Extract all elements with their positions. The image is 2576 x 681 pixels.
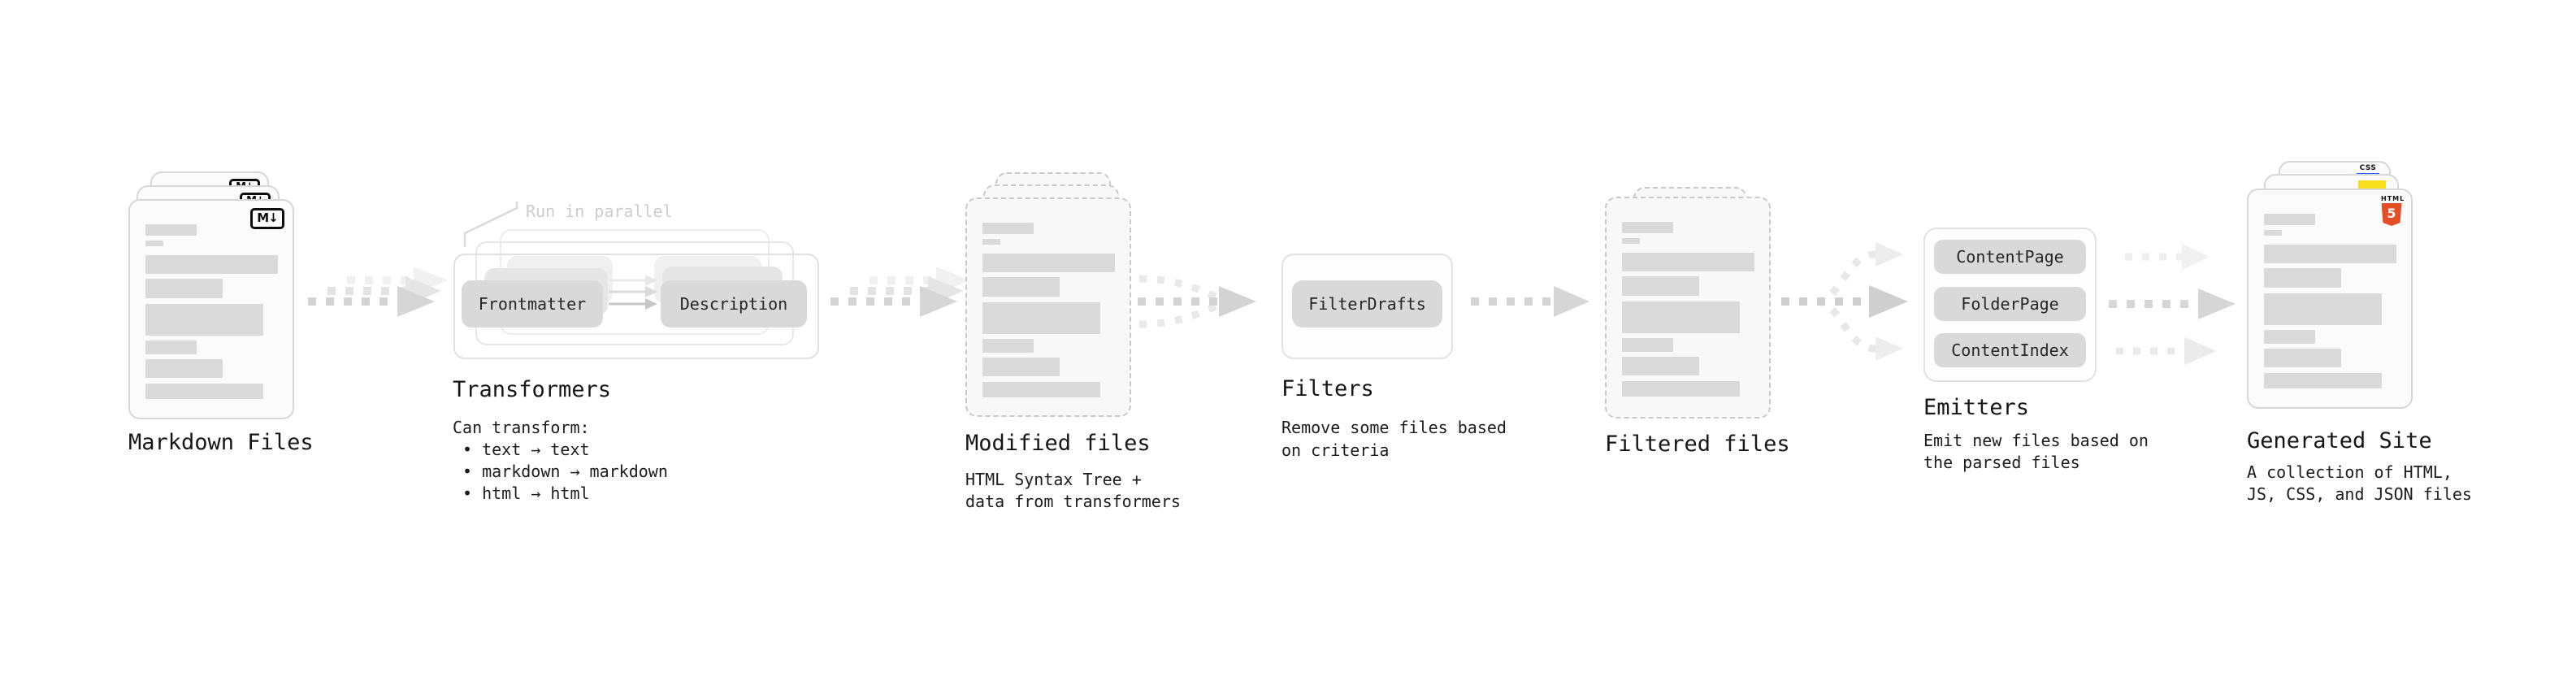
- doc-text-bar: [145, 279, 223, 298]
- chip-arrow-ghost: [609, 275, 657, 286]
- doc-text-bar: [145, 224, 197, 236]
- doc-text-bar: [982, 302, 1100, 334]
- contentindex-chip: ContentIndex: [1934, 333, 2086, 367]
- generated-site-desc: JS, CSS, and JSON files: [2247, 484, 2472, 504]
- filters-title: Filters: [1281, 376, 1374, 401]
- transformers-title: Transformers: [453, 377, 612, 402]
- doc-text-bar: [982, 382, 1100, 397]
- run-in-parallel-leader-line: [463, 202, 518, 247]
- generated-site-label: Generated Site: [2247, 428, 2432, 453]
- markdown-files-label: Markdown Files: [128, 430, 314, 455]
- doc-text-bar: [2264, 349, 2341, 367]
- chip-arrow-frontmatter-to-description: [609, 298, 657, 310]
- doc-text-bar: [2264, 293, 2382, 325]
- emitters-desc: the parsed files: [1923, 453, 2080, 472]
- transformer-outline-front: [453, 254, 819, 359]
- folderpage-chip: FolderPage: [1934, 287, 2086, 321]
- doc-text-bar: [145, 340, 197, 354]
- flow-arrow-emitters-to-generated: [2109, 288, 2236, 319]
- run-in-parallel-note: Run in parallel: [526, 202, 673, 221]
- doc-text-bar: [982, 277, 1060, 297]
- doc-text-bar: [2264, 373, 2382, 388]
- markdown-file-card: M↓: [128, 199, 294, 419]
- doc-text-bar: [2264, 214, 2315, 225]
- flow-arrow-modified-to-filters: [1138, 275, 1256, 328]
- doc-text-bar: [145, 241, 163, 246]
- emitters-desc: Emit new files based on: [1923, 431, 2149, 450]
- doc-text-bar: [1622, 338, 1673, 352]
- doc-text-bar: [145, 304, 263, 336]
- filters-desc: on criteria: [1281, 440, 1390, 460]
- html5-badge-label: HTML: [2381, 195, 2405, 202]
- doc-text-bar: [145, 384, 263, 399]
- doc-text-bar: [1622, 276, 1699, 296]
- emitters-box: ContentPage FolderPage ContentIndex: [1923, 228, 2097, 382]
- transformers-bullet: • text → text: [462, 440, 590, 459]
- doc-text-bar: [982, 239, 1000, 245]
- generated-site-desc: A collection of HTML,: [2247, 462, 2452, 482]
- contentpage-chip: ContentPage: [1934, 240, 2086, 274]
- transformers-desc-heading: Can transform:: [453, 418, 590, 437]
- modified-files-desc: HTML Syntax Tree +: [965, 470, 1142, 489]
- filterdrafts-chip: FilterDrafts: [1292, 280, 1442, 327]
- filters-desc: Remove some files based: [1281, 418, 1507, 437]
- markdown-icon: M↓: [250, 208, 284, 229]
- doc-text-bar: [2264, 330, 2315, 344]
- doc-text-bar: [982, 339, 1034, 353]
- doc-text-bar: [145, 359, 223, 378]
- modified-file-card: [965, 197, 1131, 417]
- doc-text-bar: [1622, 357, 1699, 375]
- doc-text-bar: [2264, 245, 2396, 263]
- modified-files-label: Modified files: [965, 431, 1151, 456]
- filters-box: FilterDrafts: [1281, 254, 1453, 359]
- doc-text-bar: [1622, 222, 1673, 233]
- flow-arrow-filtered-to-emitters: [1781, 242, 1908, 361]
- chip-arrow-ghost: [609, 286, 657, 297]
- description-chip: Description: [661, 280, 807, 327]
- html5-icon: HTML 5: [2381, 195, 2405, 226]
- flow-arrow-ghost: [2125, 244, 2210, 270]
- generated-html-file-card: HTML 5: [2247, 189, 2413, 409]
- frontmatter-chip: Frontmatter: [462, 280, 603, 327]
- doc-text-bar: [1622, 238, 1640, 244]
- flow-arrow-filters-to-filtered: [1471, 286, 1589, 317]
- doc-text-bar: [1622, 381, 1740, 397]
- flow-arrow-ghost: [2116, 337, 2217, 365]
- flow-arrow-markdown-to-transformers: [308, 286, 435, 317]
- doc-text-bar: [982, 254, 1115, 272]
- filtered-files-label: Filtered files: [1605, 432, 1790, 457]
- modified-files-desc: data from transformers: [965, 492, 1181, 511]
- doc-text-bar: [2264, 230, 2282, 236]
- html5-badge-shield: 5: [2381, 203, 2402, 226]
- doc-text-bar: [145, 255, 278, 274]
- css-badge-label: CSS: [2359, 164, 2377, 172]
- transformers-bullet: • markdown → markdown: [462, 462, 668, 481]
- transformers-bullet: • html → html: [462, 484, 590, 503]
- doc-text-bar: [982, 358, 1060, 376]
- emitters-title: Emitters: [1923, 395, 2030, 420]
- flow-arrow-transformers-to-modified: [830, 286, 957, 317]
- doc-text-bar: [1622, 301, 1740, 333]
- doc-text-bar: [982, 223, 1034, 234]
- doc-text-bar: [1622, 253, 1754, 271]
- doc-text-bar: [2264, 268, 2341, 288]
- filtered-file-card: [1605, 197, 1771, 419]
